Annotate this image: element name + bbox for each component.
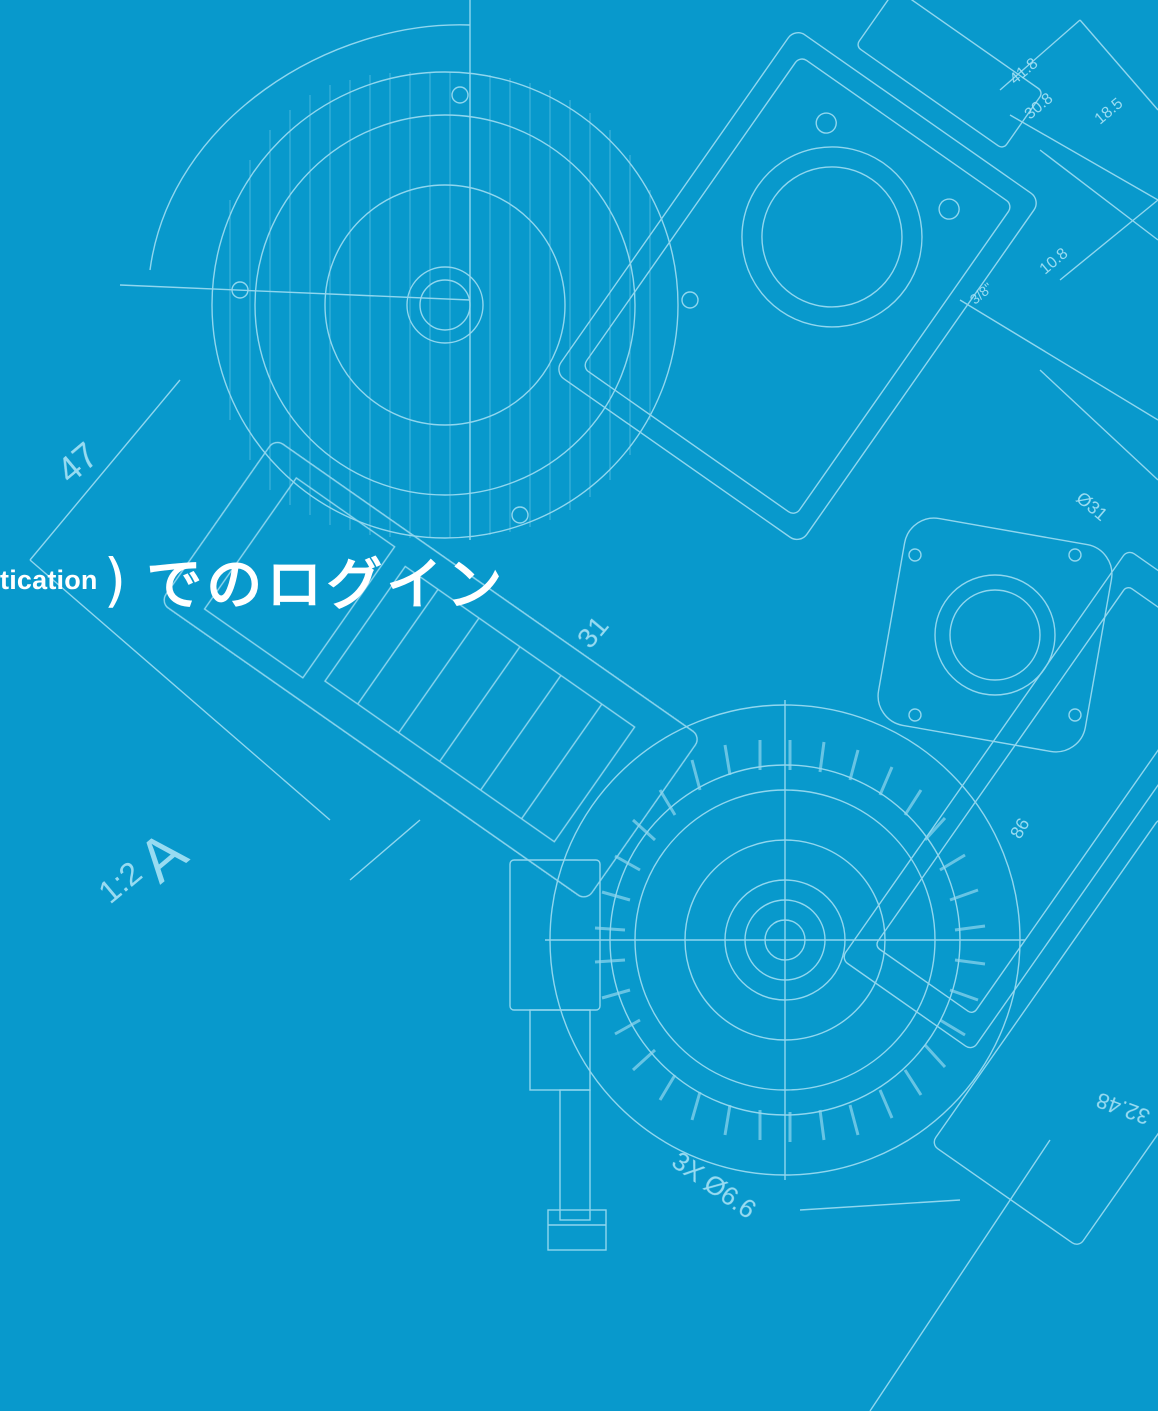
heading-bracket: ) — [103, 546, 127, 614]
connector — [509, 859, 607, 1251]
gearbox — [558, 0, 1042, 541]
heading-suffix: でのログイン — [146, 552, 507, 618]
dim-label-18-5: 18.5 — [1092, 95, 1127, 128]
heading-prefix: tication — [0, 564, 98, 595]
dim-label-3-8: 3/8" — [967, 279, 996, 307]
dim-label-47: 47 — [49, 434, 106, 491]
motor — [545, 700, 1025, 1180]
dim-label-phi31: Ø31 — [1072, 488, 1111, 525]
dim-label-32-48: 32.48 — [1093, 1087, 1153, 1129]
dim-label-10-8: 10.8 — [1037, 245, 1072, 278]
dim-label-holes: 3X Ø6.6 — [667, 1145, 762, 1224]
chuck-disc — [211, 71, 699, 539]
rotation-arrow — [149, 24, 471, 271]
square-flange — [877, 517, 1113, 753]
dim-label-41-8: 41.8 — [1007, 55, 1042, 88]
dim-label-30-8: 30.8 — [1022, 90, 1057, 123]
shaft-housing — [163, 441, 698, 898]
dim-label-86: 86 — [1006, 815, 1033, 842]
dimension-lines — [29, 19, 1158, 1411]
page-heading: tication ) でのログイン — [0, 540, 506, 620]
right-assembly — [843, 551, 1158, 1245]
dim-label-31: 31 — [571, 610, 615, 654]
